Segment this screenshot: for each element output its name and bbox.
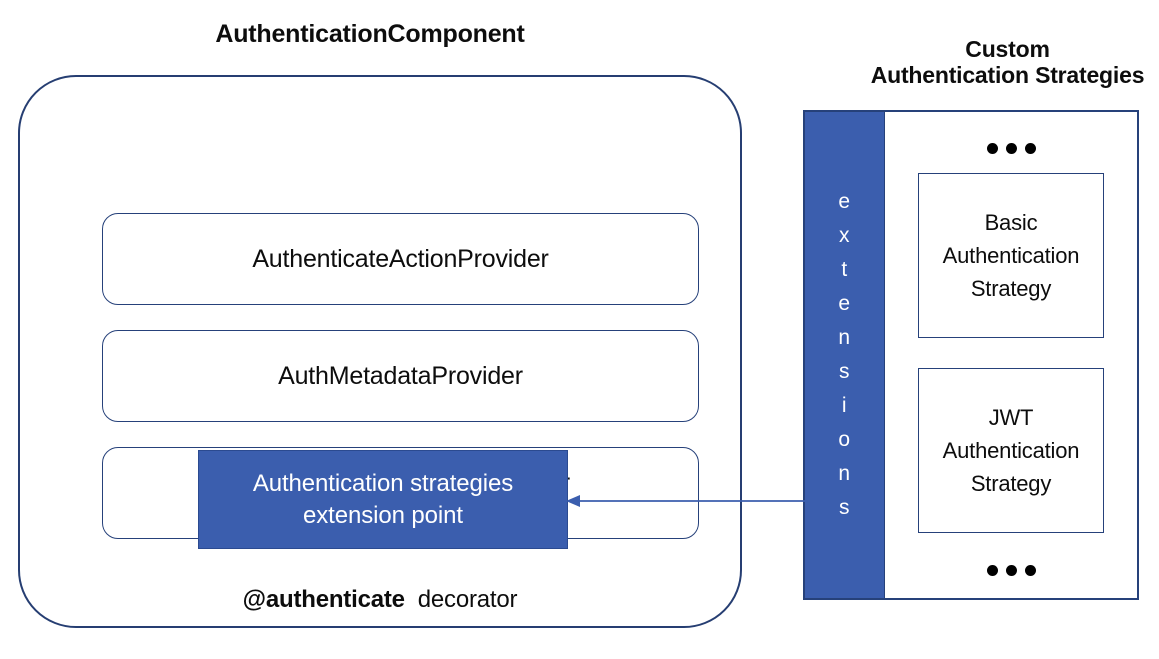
extensions-to-extension-point-arrow bbox=[566, 495, 808, 507]
custom-strategies-panel: e x t e n s i o n s Basic Authentication… bbox=[803, 110, 1139, 600]
custom-strategies-title: Custom Authentication Strategies bbox=[870, 36, 1145, 89]
strategy-box-jwt-authentication-strategy[interactable]: JWT Authentication Strategy bbox=[918, 368, 1104, 533]
provider-box-auth-metadata-provider[interactable]: AuthMetadataProvider bbox=[102, 330, 699, 422]
strategy-box-basic-authentication-strategy[interactable]: Basic Authentication Strategy bbox=[918, 173, 1104, 338]
authenticate-decorator-caption: @authenticate decorator bbox=[18, 586, 742, 614]
provider-label: AuthenticateActionProvider bbox=[252, 244, 549, 273]
bottom-ellipsis-icon bbox=[986, 560, 1036, 580]
extensions-bar[interactable]: e x t e n s i o n s bbox=[805, 112, 884, 598]
provider-box-authenticate-action-provider[interactable]: AuthenticateActionProvider bbox=[102, 213, 699, 305]
decorator-suffix: decorator bbox=[417, 586, 518, 613]
strategies-list: Basic Authentication Strategy JWT Authen… bbox=[884, 112, 1137, 598]
authentication-strategies-extension-point-box[interactable]: Authentication strategies extension poin… bbox=[198, 450, 568, 549]
extensions-bar-label: e x t e n s i o n s bbox=[838, 189, 851, 520]
decorator-name: @authenticate bbox=[242, 586, 405, 613]
top-ellipsis-icon bbox=[986, 138, 1036, 158]
component-title: AuthenticationComponent bbox=[215, 20, 525, 48]
provider-label: AuthMetadataProvider bbox=[278, 361, 523, 390]
